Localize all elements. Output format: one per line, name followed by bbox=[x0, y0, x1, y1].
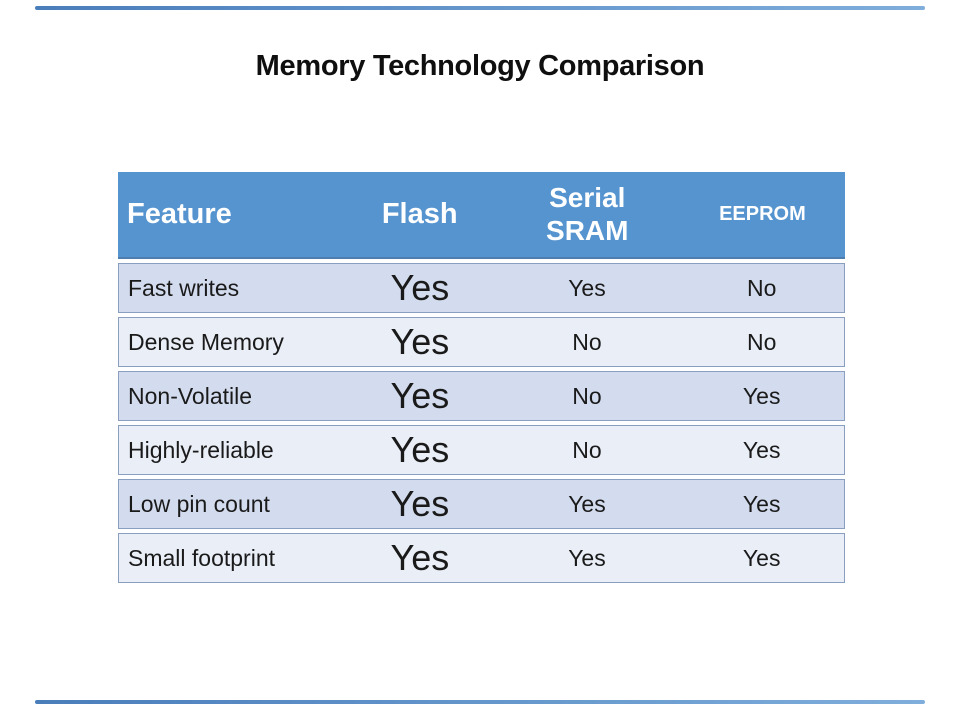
serial-sram-value: Yes bbox=[568, 490, 606, 517]
serial-sram-value: Yes bbox=[568, 544, 606, 571]
column-header-flash: Flash bbox=[381, 198, 458, 230]
serial-sram-value: No bbox=[572, 436, 602, 463]
feature-label: Dense Memory bbox=[128, 328, 284, 355]
feature-label: Low pin count bbox=[128, 490, 270, 517]
memory-comparison-table: Feature Flash Serial SRAM EEPROM Fast wr… bbox=[118, 172, 845, 583]
eeprom-value: Yes bbox=[742, 436, 781, 463]
serial-sram-value: Yes bbox=[568, 274, 606, 301]
table-row-highly-reliable: Highly-reliable Yes No Yes bbox=[118, 425, 845, 475]
feature-label: Highly-reliable bbox=[128, 436, 274, 463]
eeprom-value: No bbox=[746, 274, 777, 301]
flash-value: Yes bbox=[390, 267, 450, 308]
serial-sram-value: No bbox=[572, 382, 602, 409]
column-header-eeprom: EEPROM bbox=[719, 203, 806, 225]
table-row-small-footprint: Small footprint Yes Yes Yes bbox=[118, 533, 845, 583]
table-body: Fast writes Yes Yes No Dense Memory Yes … bbox=[118, 263, 845, 583]
feature-label: Non-Volatile bbox=[128, 382, 253, 409]
flash-value: Yes bbox=[390, 429, 450, 470]
slide-title: Memory Technology Comparison bbox=[255, 50, 705, 82]
table-header-row: Feature Flash Serial SRAM EEPROM bbox=[118, 172, 845, 259]
flash-value: Yes bbox=[390, 375, 450, 416]
top-accent-rule bbox=[35, 6, 925, 10]
table-row-fast-writes: Fast writes Yes Yes No bbox=[118, 263, 845, 313]
flash-value: Yes bbox=[390, 483, 450, 524]
flash-value: Yes bbox=[390, 321, 450, 362]
serial-sram-value: No bbox=[572, 328, 602, 355]
feature-label: Small footprint bbox=[128, 544, 276, 571]
feature-label: Fast writes bbox=[128, 274, 240, 301]
column-header-feature: Feature bbox=[127, 198, 232, 230]
flash-value: Yes bbox=[390, 537, 450, 578]
column-header-serial-sram: Serial SRAM bbox=[546, 182, 629, 246]
bottom-accent-rule bbox=[35, 700, 925, 704]
table-row-low-pin-count: Low pin count Yes Yes Yes bbox=[118, 479, 845, 529]
table-row-non-volatile: Non-Volatile Yes No Yes bbox=[118, 371, 845, 421]
eeprom-value: Yes bbox=[742, 382, 781, 409]
eeprom-value: No bbox=[746, 328, 777, 355]
eeprom-value: Yes bbox=[742, 544, 781, 571]
eeprom-value: Yes bbox=[742, 490, 781, 517]
table-row-dense-memory: Dense Memory Yes No No bbox=[118, 317, 845, 367]
